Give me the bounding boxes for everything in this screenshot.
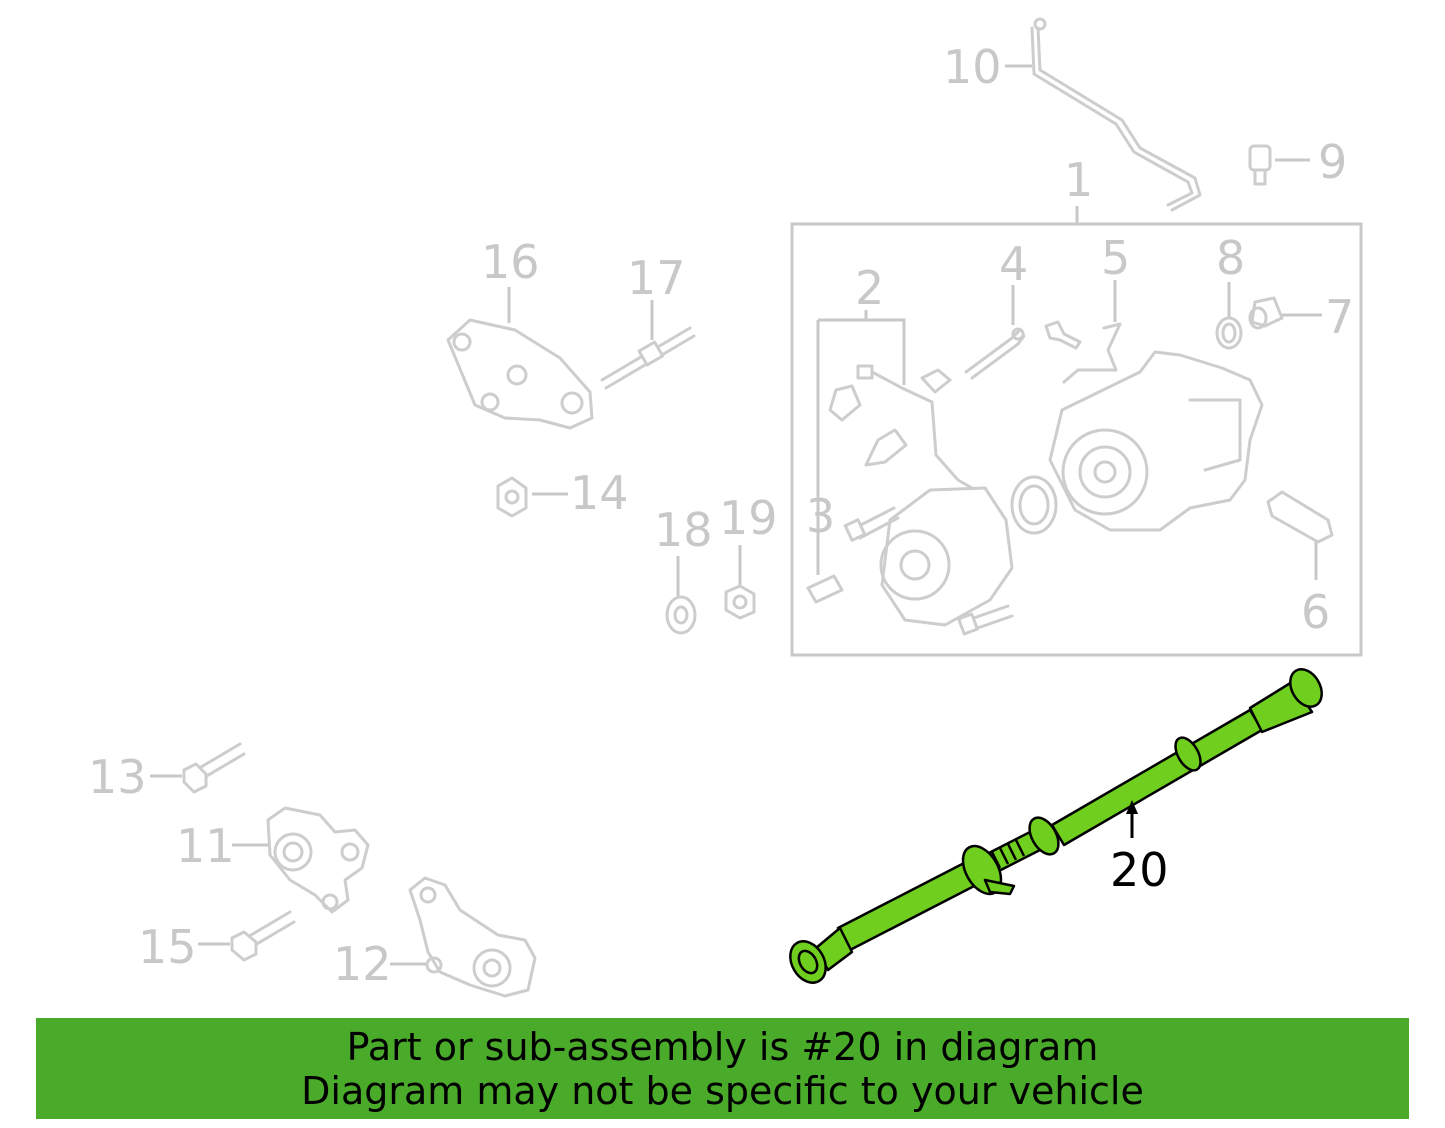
part-12-mount-bracket[interactable]	[408, 876, 537, 998]
callout-6[interactable]: 6	[1301, 585, 1330, 639]
callout-8[interactable]: 8	[1216, 231, 1245, 285]
part-6-sensor[interactable]	[1266, 490, 1334, 544]
callout-3[interactable]: 3	[806, 489, 835, 543]
callout-19[interactable]: 19	[719, 491, 778, 545]
callout-17[interactable]: 17	[627, 251, 686, 305]
part-9-sensor[interactable]	[1248, 144, 1272, 186]
part-18-washer[interactable]	[665, 595, 697, 635]
callout-1[interactable]: 1	[1064, 153, 1093, 207]
part-5-bracket[interactable]	[1044, 320, 1122, 384]
callout-18[interactable]: 18	[654, 503, 713, 557]
part-17-stud-bolt[interactable]	[600, 326, 696, 390]
part-10-breather-pipe[interactable]	[1030, 17, 1202, 212]
callout-13[interactable]: 13	[88, 750, 147, 804]
leader-2	[816, 310, 906, 575]
part-4-hose[interactable]	[964, 327, 1026, 380]
callout-2[interactable]: 2	[855, 261, 884, 315]
part-16-mount-bracket[interactable]	[446, 318, 594, 430]
callout-10[interactable]: 10	[943, 40, 1002, 94]
callout-11[interactable]: 11	[176, 819, 235, 873]
part-7-plug[interactable]	[1248, 296, 1284, 330]
part-19-nut[interactable]	[724, 584, 756, 620]
callout-4[interactable]: 4	[999, 237, 1028, 291]
banner-line-1: Part or sub-assembly is #20 in diagram	[346, 1024, 1099, 1069]
leader-20-arrowhead	[1126, 800, 1138, 814]
callout-14[interactable]: 14	[570, 466, 629, 520]
info-banner: Part or sub-assembly is #20 in diagram D…	[36, 1018, 1409, 1119]
part-15-bolt[interactable]	[230, 910, 296, 962]
bolt[interactable]	[957, 604, 1014, 636]
callout-12[interactable]: 12	[333, 937, 392, 991]
part-13-bolt[interactable]	[182, 742, 246, 794]
callout-16[interactable]: 16	[481, 235, 540, 289]
callout-5[interactable]: 5	[1101, 231, 1130, 285]
callout-7[interactable]: 7	[1325, 290, 1354, 344]
part-2-wiring-harness[interactable]	[828, 364, 974, 490]
callout-15[interactable]: 15	[138, 920, 197, 974]
callout-9[interactable]: 9	[1318, 135, 1347, 189]
part-coupling-unit[interactable]	[879, 486, 1014, 627]
part-1-differential-housing[interactable]	[1048, 350, 1264, 532]
part-20-propeller-shaft[interactable]	[783, 664, 1328, 989]
callout-20[interactable]: 20	[1110, 843, 1169, 897]
part-14-nut[interactable]	[496, 476, 528, 518]
banner-line-2: Diagram may not be specific to your vehi…	[301, 1068, 1144, 1113]
bolt[interactable]	[843, 506, 900, 542]
part-3-plug[interactable]	[806, 574, 844, 604]
part-seal[interactable]	[1010, 475, 1058, 535]
part-11-mount-bracket[interactable]	[266, 806, 370, 914]
part-8-o-ring[interactable]	[1215, 316, 1243, 350]
